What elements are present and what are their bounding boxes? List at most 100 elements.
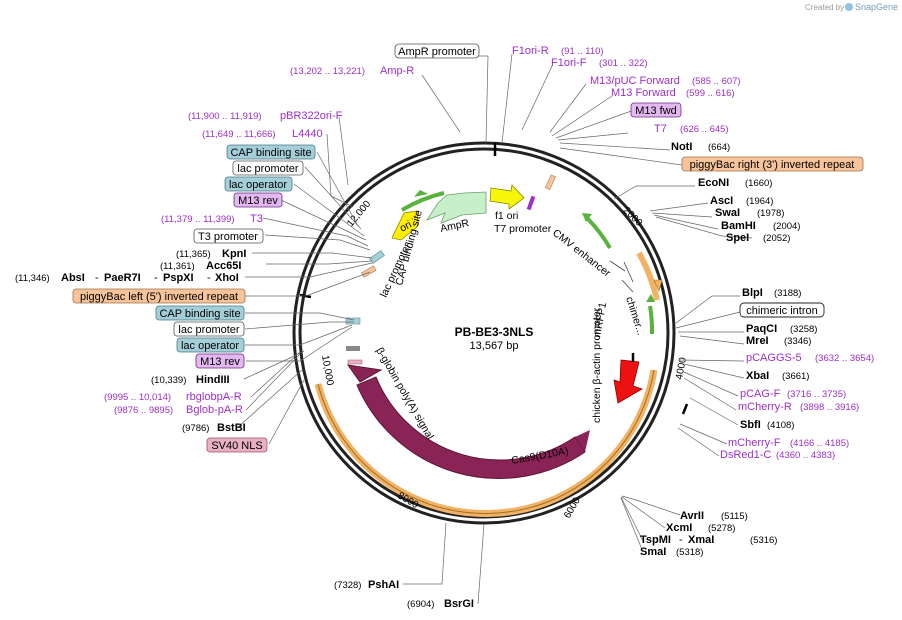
m13-forward-pos: (599 .. 616) — [686, 88, 735, 99]
ampr-promoter-arrowhead — [414, 190, 428, 197]
cas9-arrow-tail — [575, 430, 590, 452]
label-chimeric: chimer... — [623, 295, 647, 336]
bamhi-pos: (2004) — [773, 221, 800, 232]
chimeric-intron-box — [739, 302, 825, 318]
label-t3-promoter: T3 promoter — [198, 231, 258, 243]
ampr-promoter-arc — [400, 191, 445, 212]
label-ori: ori — [398, 219, 414, 235]
label-xmai: XmaI — [688, 534, 714, 546]
sep-paer7i-pspxi: - — [154, 272, 158, 284]
label-m13-rev-2: M13 rev — [200, 356, 240, 368]
label-pbr322ori-f: pBR322ori-F — [280, 110, 343, 122]
dsred1c-pos: (4360 .. 4383) — [776, 450, 835, 461]
cap-lac-cluster-lower — [345, 317, 361, 325]
cmv-arrowhead — [582, 213, 592, 222]
label-noti: NotI — [671, 141, 692, 153]
pcagf-pos: (3716 .. 3735) — [787, 389, 846, 400]
orange-small-arc — [636, 251, 660, 301]
tick-4000: 4000 — [674, 356, 689, 380]
label-f1ori-r: F1ori-R — [512, 45, 549, 57]
label-mrei: MreI — [746, 335, 769, 347]
ori-arrow — [391, 210, 419, 241]
label-piggybac-right: piggyBac right (3') inverted repeat — [690, 159, 855, 171]
sep-tspmi-xmai: - — [679, 534, 683, 546]
label-sv40-nls: SV40 NLS — [211, 440, 262, 452]
backbone-outer — [292, 141, 676, 525]
amp-r-pos: (13,202 .. 13,221) — [290, 66, 365, 77]
label-spei: SpeI — [726, 232, 749, 244]
plasmid-name: PB-BE3-3NLS — [455, 325, 534, 339]
econi-pos: (1660) — [745, 178, 772, 189]
bglobpa-r-pos: (9876 .. 9895) — [114, 405, 173, 416]
label-f1ori-f: F1ori-F — [551, 57, 587, 69]
mcherry-f-pos: (4166 .. 4185) — [790, 438, 849, 449]
label-absi: AbsI — [61, 272, 85, 284]
label-smai: SmaI — [640, 546, 666, 558]
credit-brand: SnapGene — [855, 2, 898, 12]
promoter-connector-lines — [609, 260, 634, 293]
orange-cds-arc-bottom-line — [317, 383, 558, 514]
tick-10000: 10,000 — [319, 354, 335, 386]
chicken-actin-arrowhead — [646, 294, 655, 302]
label-xbai: XbaI — [746, 370, 769, 382]
noti-pos: (664) — [708, 142, 730, 153]
label-econi: EcoNI — [698, 177, 729, 189]
mrfp1-arrow — [613, 359, 643, 404]
label-pshai: PshAI — [368, 579, 399, 591]
label-rbglobpa-r: rbglobpA-R — [186, 391, 242, 403]
lac-operator-box-2 — [176, 337, 245, 353]
cap-lac-cluster-upper — [369, 250, 385, 264]
label-bamhi: BamHI — [721, 220, 756, 232]
primer-marker-f1 — [526, 195, 536, 211]
label-lac-promoter-1: lac promoter — [237, 163, 298, 175]
label-paqci: PaqCI — [746, 323, 777, 335]
piggybac-right-box — [681, 156, 864, 172]
cmv-enhancer-arc — [586, 217, 612, 250]
xbai-pos: (3661) — [782, 371, 809, 382]
f1ori-r-pos: (91 .. 110) — [561, 46, 604, 57]
m13puc-forward-pos: (585 .. 607) — [692, 76, 741, 87]
label-bsrgi: BsrGI — [444, 598, 474, 610]
label-pcagf: pCAG-F — [740, 388, 781, 400]
label-pspxi: PspXI — [163, 272, 194, 284]
m13-rev-box-1 — [233, 192, 283, 208]
label-t3: T3 — [250, 213, 263, 225]
m13-fwd-box — [630, 102, 682, 118]
cas9-arrow — [356, 376, 586, 480]
pbr322ori-f-pos: (11,900 .. 11,919) — [188, 111, 262, 122]
label-paer7i: PaeR7I — [104, 272, 141, 284]
smai-pos: (5318) — [676, 547, 703, 558]
tick-12000: 12,000 — [345, 198, 373, 229]
credit-text: Created by — [805, 3, 844, 12]
label-xhoi: XhoI — [215, 272, 239, 284]
bstbi-pos: (9786) — [182, 423, 209, 434]
label-mrfp1: mRFP1 — [591, 301, 609, 338]
acc65i-pos: (11,361) — [160, 261, 195, 272]
label-m13-fwd: M13 fwd — [635, 105, 677, 117]
label-f1-ori: f1 ori — [495, 210, 518, 222]
bsrgi-pos: (6904) — [407, 599, 434, 610]
mrei-pos: (3346) — [784, 336, 811, 347]
blpi-pos: (3188) — [774, 288, 801, 299]
label-acc65i: Acc65I — [206, 260, 241, 272]
label-lac-promoter-2: lac promoter — [178, 324, 239, 336]
label-tspmi: TspMI — [640, 534, 671, 546]
ampr-arrow — [425, 191, 487, 224]
lac-promoter-box-1 — [232, 160, 304, 176]
avrii-pos: (5115) — [721, 511, 748, 522]
hindiii-pos: (10,339) — [151, 375, 186, 386]
label-l4440: L4440 — [292, 128, 323, 140]
label-t7-promoter: T7 promoter — [494, 223, 552, 235]
label-hindiii: HindIII — [196, 374, 230, 386]
label-t7: T7 — [654, 123, 667, 135]
label-amp-r: Amp-R — [380, 65, 414, 77]
backbone-inner — [298, 147, 670, 519]
sv40-nls-marker — [347, 359, 363, 365]
orange-small-arrowhead — [653, 279, 663, 292]
label-chimeric-intron: chimeric intron — [746, 305, 818, 317]
xcmi-pos: (5278) — [708, 523, 735, 534]
label-lac-operator-2: lac operator — [181, 340, 239, 352]
spei-pos: (2052) — [763, 233, 790, 244]
snapgene-logo-icon — [845, 3, 853, 11]
